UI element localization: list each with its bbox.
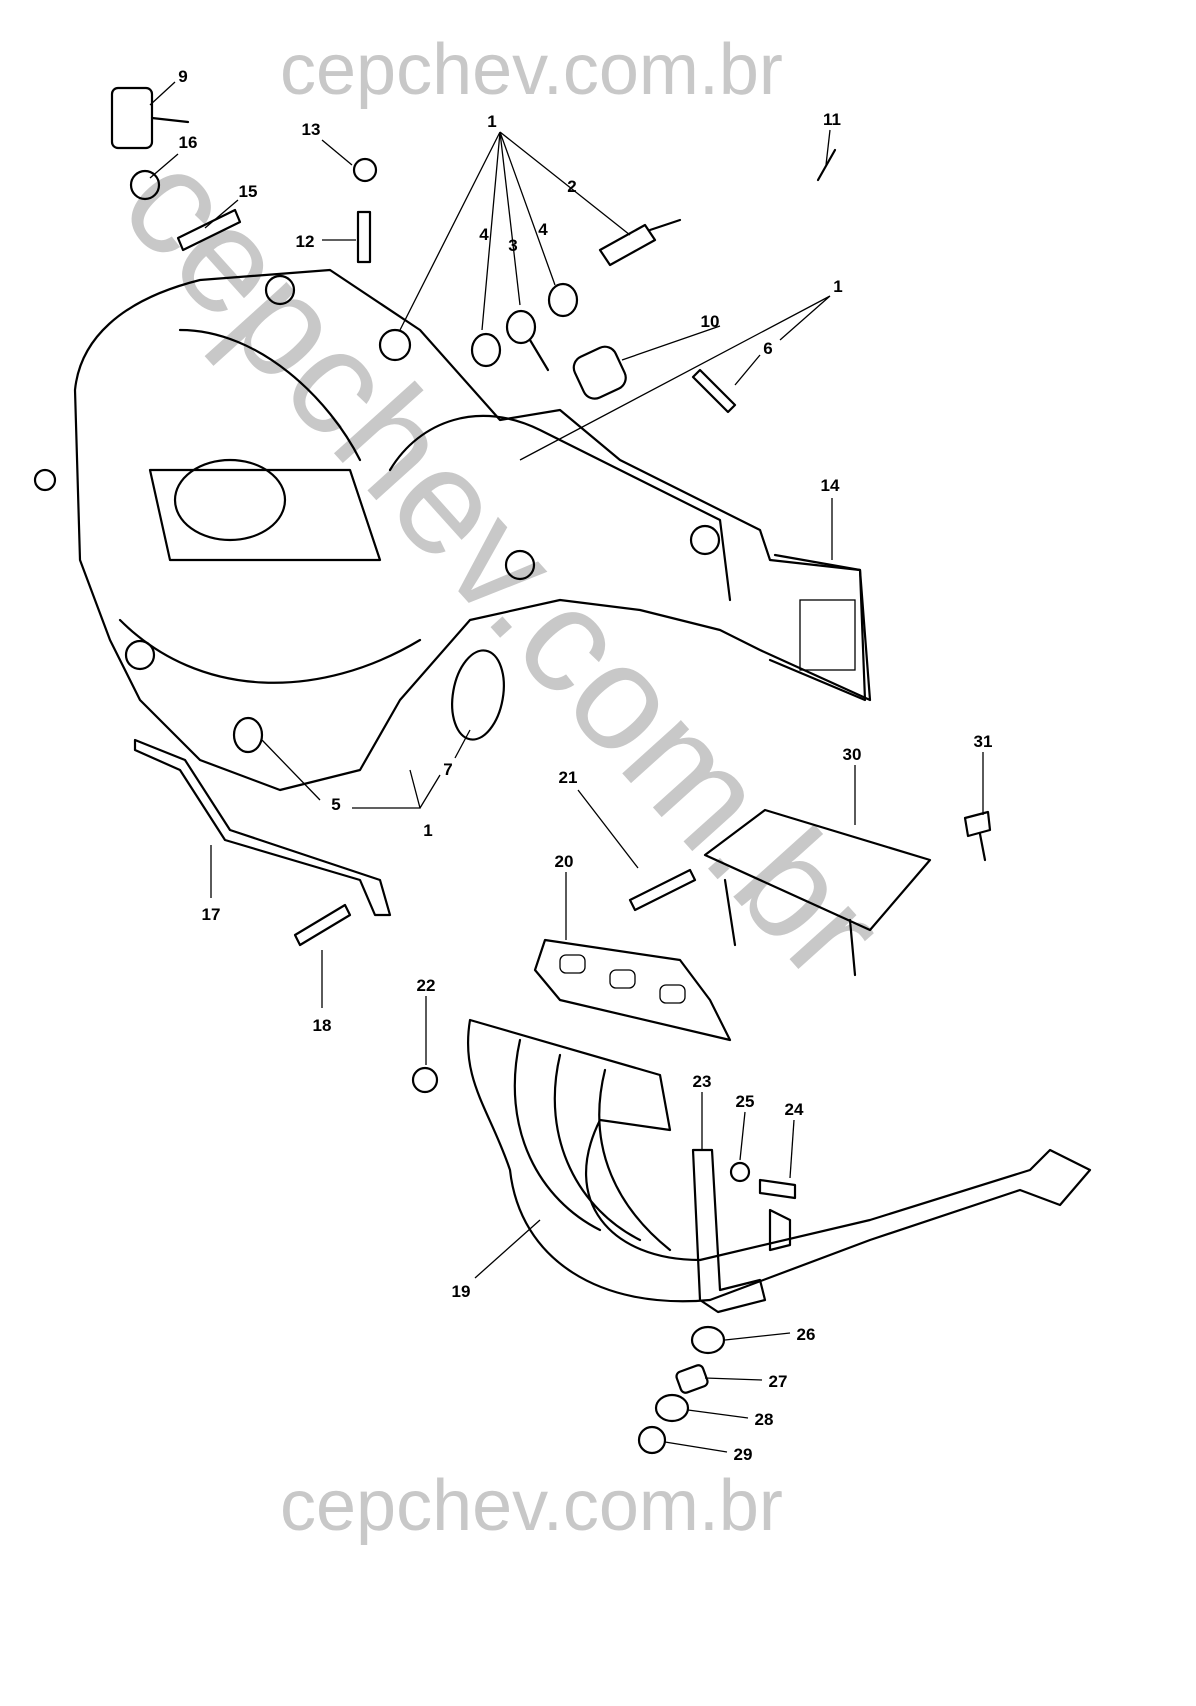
callout-20: 20: [555, 852, 574, 871]
callout-4: 4: [479, 225, 489, 244]
callout-1: 1: [833, 277, 842, 296]
callout-3: 3: [508, 236, 517, 255]
callout-31: 31: [974, 732, 993, 751]
callout-28: 28: [755, 1410, 774, 1429]
callout-24: 24: [785, 1100, 804, 1119]
callout-7: 7: [443, 760, 452, 779]
callout-11: 11: [823, 110, 841, 129]
leader-lines: [149, 81, 984, 1453]
intake-manifold: [33, 268, 872, 792]
callout-1: 1: [487, 112, 496, 131]
callout-30: 30: [843, 745, 862, 764]
callout-23: 23: [693, 1072, 712, 1091]
callout-29: 29: [734, 1445, 753, 1464]
watermark-bottom: cepchev.com.br: [280, 1466, 783, 1546]
callout-2: 2: [567, 177, 576, 196]
callout-19: 19: [452, 1282, 471, 1301]
callout-15: 15: [239, 182, 258, 201]
callout-26: 26: [797, 1325, 816, 1344]
callout-27: 27: [769, 1372, 788, 1391]
callout-4: 4: [538, 220, 548, 239]
callout-10: 10: [701, 312, 720, 331]
callout-1: 1: [423, 821, 432, 840]
callout-5: 5: [331, 795, 340, 814]
callout-17: 17: [202, 905, 221, 924]
callout-21: 21: [559, 768, 578, 787]
watermark-diagonal: cepchev.com.br: [91, 119, 917, 1010]
exhaust-manifold: [466, 1018, 1092, 1455]
callout-9: 9: [178, 67, 187, 86]
callout-13: 13: [302, 120, 321, 139]
callout-6: 6: [763, 339, 772, 358]
callout-16: 16: [179, 133, 198, 152]
callout-12: 12: [296, 232, 315, 251]
callout-22: 22: [417, 976, 436, 995]
callout-25: 25: [736, 1092, 755, 1111]
callout-14: 14: [821, 476, 840, 495]
callout-18: 18: [313, 1016, 332, 1035]
small-parts: [110, 86, 992, 1094]
watermark-top: cepchev.com.br: [280, 30, 783, 110]
